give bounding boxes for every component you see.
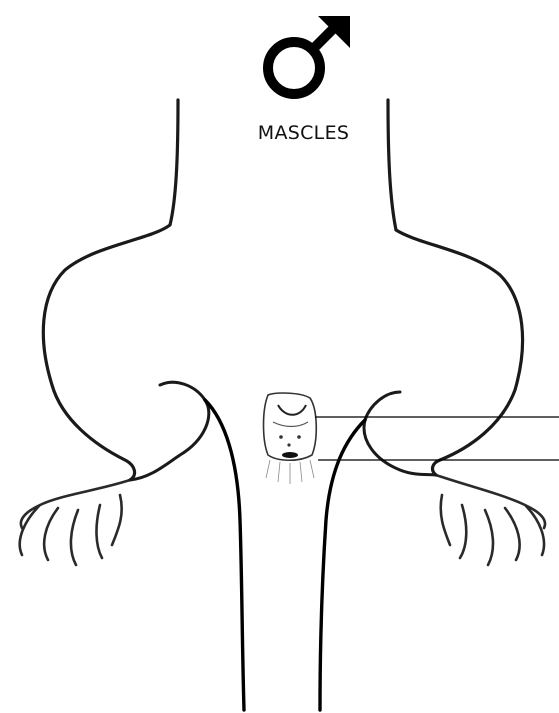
body-outline-right [388,100,523,475]
page-title: MASCLES [0,122,559,144]
left-hind-limb [20,480,130,565]
title-label: MASCLES [258,122,349,144]
cloaca-detail [264,393,317,484]
right-hind-limb [436,475,545,565]
male-symbol-icon [258,12,354,104]
left-thigh [130,382,209,480]
tail-left-edge [205,400,244,710]
right-thigh [364,392,436,475]
tail-right-edge [320,420,365,710]
body-outline-left [43,100,178,480]
